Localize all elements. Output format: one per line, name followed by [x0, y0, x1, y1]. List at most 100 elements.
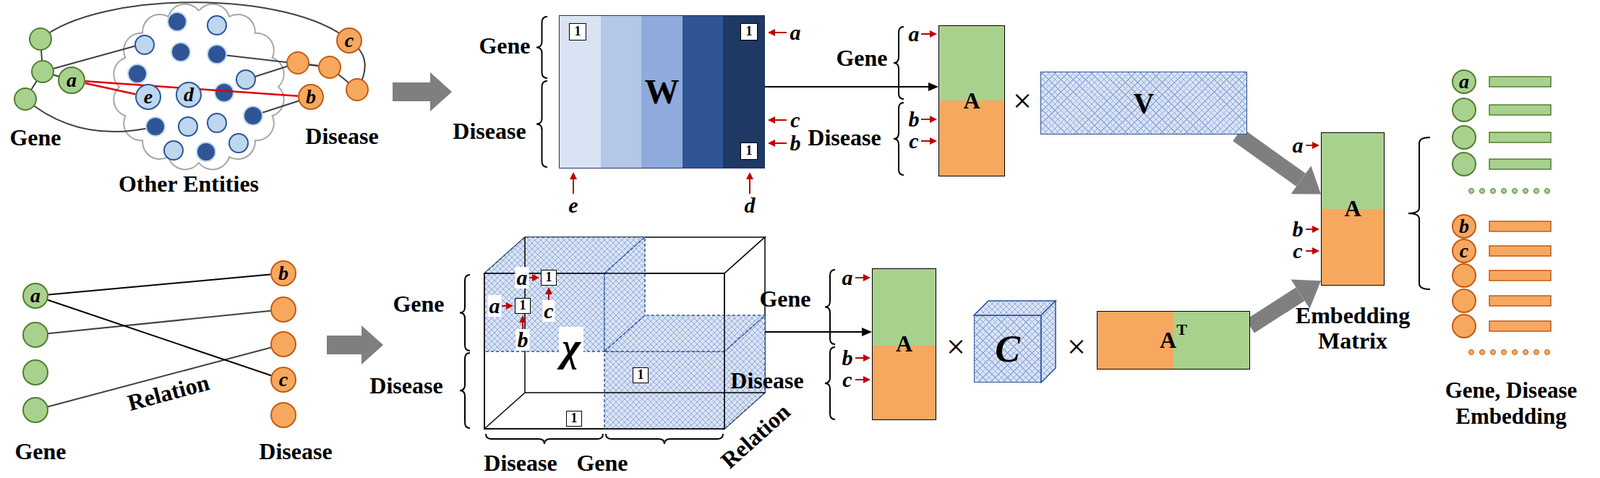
entity-circle [229, 133, 248, 153]
caption-label: Gene, Disease Embedding [1427, 377, 1595, 429]
arrow-connector [764, 86, 929, 88]
entity-circle [146, 117, 165, 136]
disease-circle [1452, 263, 1476, 288]
matrix-w: W111 [558, 15, 765, 169]
entity-circle [127, 64, 147, 84]
node-label: 1 [746, 24, 753, 40]
entity-node: e [135, 83, 162, 110]
relation-line [48, 274, 271, 295]
gene-node: a [22, 282, 49, 309]
axis-label: Gene [392, 290, 444, 318]
pointer-arrow [921, 140, 930, 142]
embedding-bar [1489, 221, 1551, 232]
disease-node: c [1451, 238, 1477, 264]
embedding-bar [1489, 270, 1551, 281]
node-label: A [1159, 327, 1177, 353]
tensor-block [604, 351, 725, 429]
entity-circle [167, 12, 187, 32]
disease-circle [271, 331, 296, 357]
flow-arrow [326, 325, 384, 365]
axis-label: Gene [576, 449, 628, 477]
ellipsis-dot [1534, 349, 1540, 355]
embedding-bar [1489, 321, 1551, 332]
entity-letter: c [840, 368, 854, 391]
value-cell: 1 [740, 23, 758, 41]
ellipsis-dot [1523, 349, 1529, 355]
ellipsis-dot [1469, 349, 1475, 355]
embedding-bar [1489, 295, 1551, 306]
pointer-arrow [572, 179, 575, 194]
matrix-v: V [1040, 71, 1248, 135]
node-label: a [66, 69, 77, 92]
value-cell: 1 [540, 269, 557, 286]
entity-letter: a [840, 266, 855, 289]
axis-label: Disease [483, 449, 557, 477]
axis-label: Disease [452, 117, 526, 145]
entity-letter: d [743, 194, 757, 217]
value-cell: 1 [569, 23, 587, 41]
entity-letter: b [1291, 218, 1306, 241]
pointer-arrow [855, 276, 864, 279]
node-label: b [1459, 215, 1470, 238]
entity-circle [207, 15, 227, 35]
entity-circle [243, 106, 263, 126]
axis-label: Disease [305, 122, 379, 150]
pointer-arrow [529, 276, 533, 279]
axis-label: Disease [730, 367, 804, 395]
disease-node: c [270, 366, 297, 393]
gene-circle [1452, 98, 1476, 122]
node-label: 1 [545, 270, 553, 285]
ellipsis-dot [1479, 349, 1486, 355]
pointer-arrow [522, 322, 524, 329]
operator-symbol: × [1067, 330, 1086, 364]
tensor-edge [524, 391, 765, 394]
entity-letter: c [907, 130, 920, 152]
node-label: c [279, 368, 288, 392]
entity-letter: b [516, 328, 530, 351]
entity-circle [164, 140, 183, 160]
pointer-arrow [1305, 250, 1313, 252]
gene-circle [14, 88, 37, 110]
node-label: 1 [637, 368, 645, 383]
value-cell: 1 [632, 367, 649, 384]
entity-letter: a [488, 294, 502, 317]
axis-label: Gene [14, 438, 66, 465]
brace [605, 433, 724, 444]
node-label: A [895, 331, 913, 357]
pointer-arrow [775, 31, 787, 34]
embedding-bar [1489, 76, 1551, 87]
node-label: 1 [571, 411, 578, 426]
node-label: a [1459, 70, 1470, 94]
axis-label: Relation [715, 398, 796, 475]
node-label: b [278, 262, 289, 285]
axis-label: Disease [807, 124, 881, 152]
axis-label: Gene [835, 44, 888, 72]
disease-circle [346, 78, 369, 101]
pointer-arrow [921, 118, 930, 121]
node-label: V [1133, 87, 1155, 120]
node-label: C [994, 328, 1021, 370]
node-label: A [1344, 195, 1361, 222]
node-label: 1 [574, 24, 582, 40]
axis-label: Disease [258, 438, 332, 465]
disease-circle [1452, 314, 1476, 338]
entity-letter: c [788, 109, 802, 131]
gene-node: a [1451, 69, 1477, 94]
gene-circle [31, 60, 54, 83]
ellipsis-dot [1479, 188, 1486, 194]
node-label: b [305, 86, 316, 109]
entity-circle [135, 35, 154, 55]
axis-label: Disease [369, 372, 443, 400]
brace [485, 433, 603, 444]
pointer-arrow [501, 305, 507, 307]
disease-circle [1452, 289, 1476, 313]
brace [459, 274, 470, 351]
ellipsis-dot [1545, 188, 1551, 194]
ellipsis-dot [1512, 188, 1518, 194]
pointer-arrow [1305, 228, 1313, 230]
disease-node: c [336, 27, 363, 54]
ellipsis-dot [1469, 188, 1475, 194]
entity-circle [236, 70, 256, 89]
disease-node: b [297, 83, 324, 110]
disease-circle [271, 402, 296, 428]
